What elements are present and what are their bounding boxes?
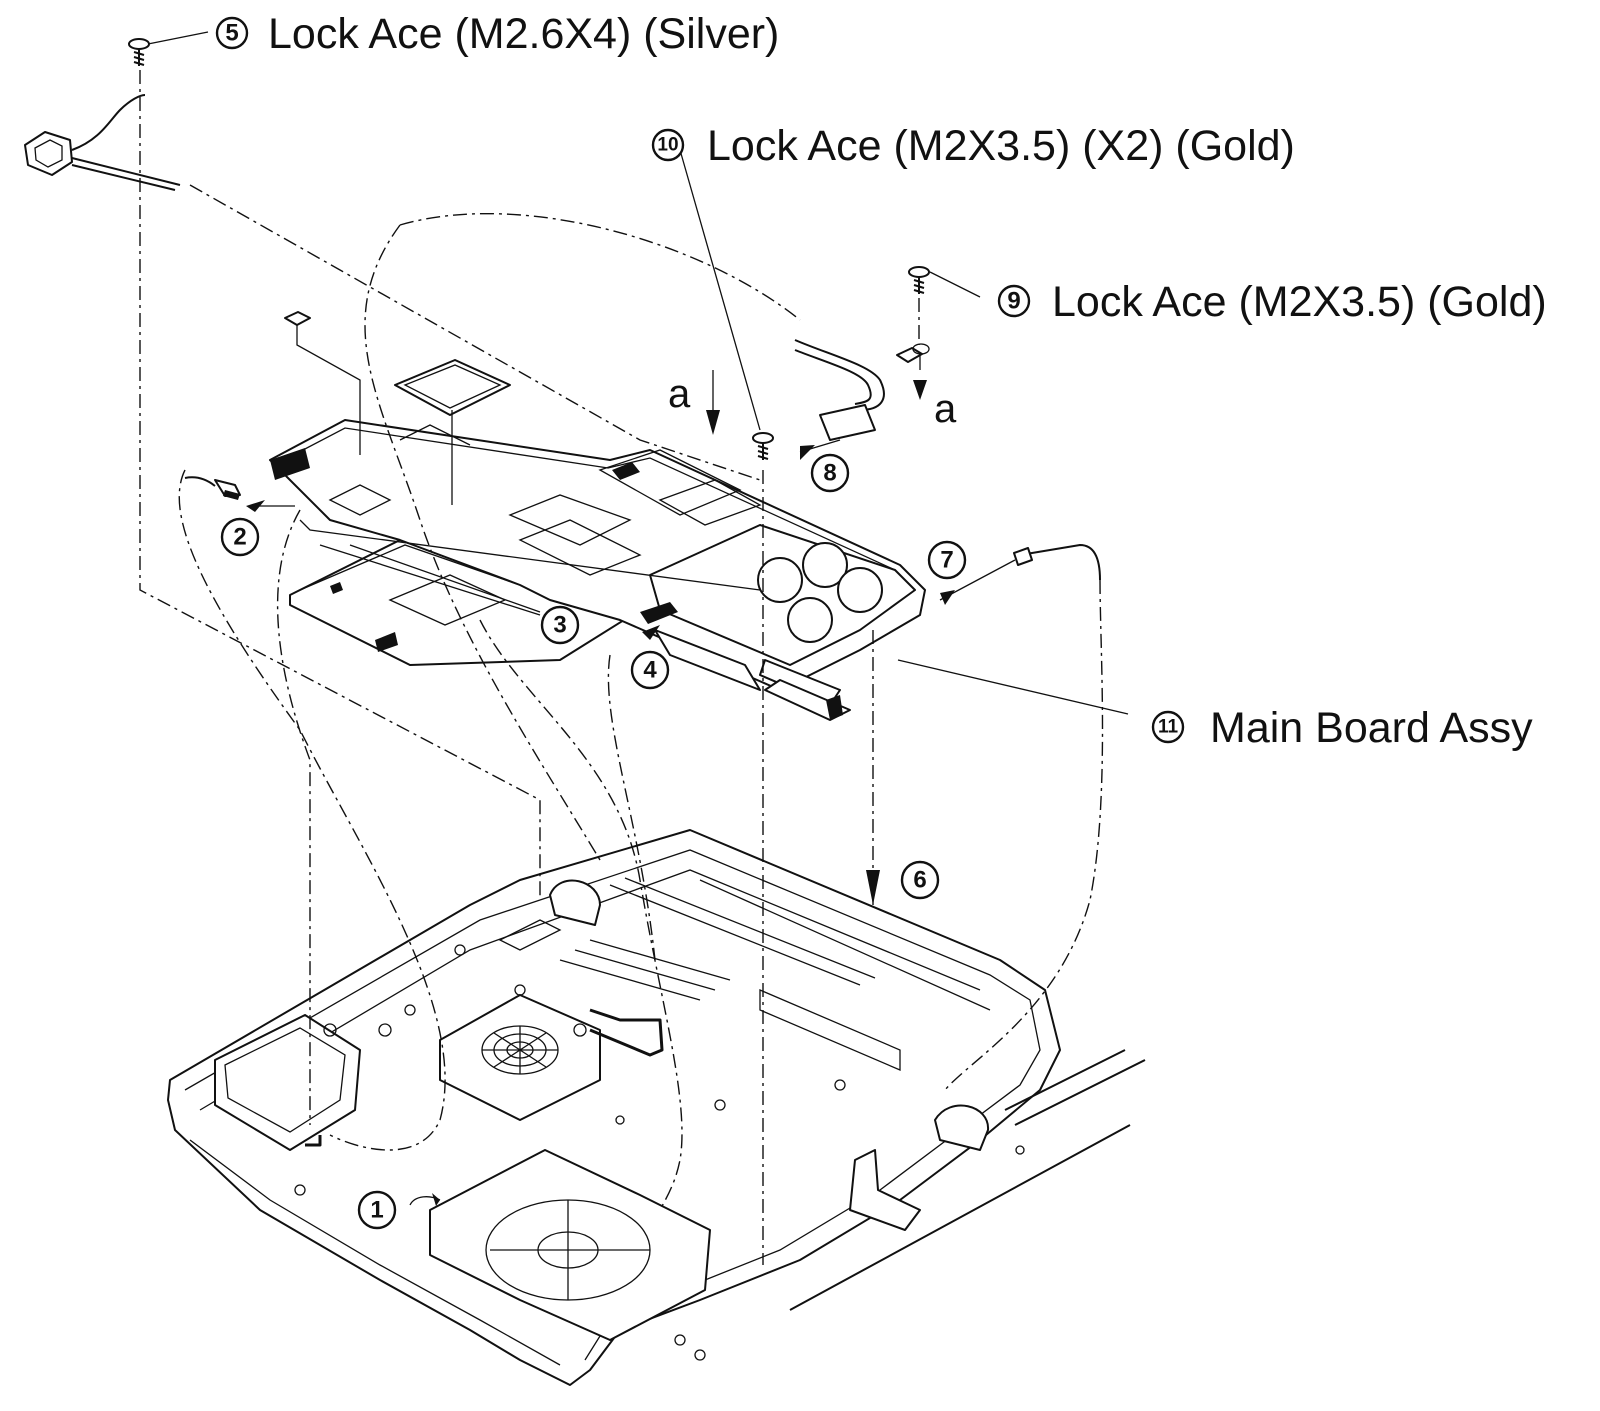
step-7-number: 7 — [940, 547, 953, 574]
step-1-number: 1 — [370, 1197, 383, 1224]
callout-9: 9 Lock Ace (M2X3.5) (Gold) — [997, 278, 1547, 326]
callout-11: 11 Main Board Assy — [1151, 704, 1533, 752]
callout-11-label: Main Board Assy — [1210, 704, 1533, 752]
connector-icon — [819, 404, 876, 441]
callout-9-number: 9 — [1007, 288, 1020, 315]
step-4-number: 4 — [643, 657, 657, 684]
step-2-number: 2 — [233, 524, 246, 551]
bottom-chassis — [167, 829, 1146, 1386]
step-6: 6 — [900, 860, 940, 900]
step-3-number: 3 — [553, 612, 566, 639]
callout-9-label: Lock Ace (M2X3.5) (Gold) — [1052, 278, 1547, 326]
main-board-assy — [269, 311, 926, 721]
step-1: 1 — [357, 1190, 397, 1230]
callout-10: 10 Lock Ace (M2X3.5) (X2) (Gold) — [651, 122, 1295, 170]
step-3: 3 — [540, 605, 580, 645]
arrow-label-a-left: a — [668, 372, 691, 416]
screw-icon — [128, 38, 150, 66]
callout-10-label: Lock Ace (M2X3.5) (X2) (Gold) — [707, 122, 1295, 170]
connector-icon — [1013, 547, 1033, 566]
step-6-number: 6 — [913, 867, 926, 894]
arrow-label-a-right: a — [934, 387, 957, 431]
step-4: 4 — [630, 650, 670, 690]
callout-5: 5 Lock Ace (M2.6X4) (Silver) — [215, 10, 779, 58]
step-8: 8 — [810, 453, 850, 493]
callout-10-number: 10 — [657, 135, 678, 156]
step-7: 7 — [927, 540, 967, 580]
callout-11-number: 11 — [1158, 717, 1179, 738]
step-2: 2 — [220, 517, 260, 557]
screw-icon — [752, 432, 774, 460]
screw-icon — [908, 266, 930, 294]
callout-5-label: Lock Ace (M2.6X4) (Silver) — [268, 10, 779, 58]
alignment-lines — [139, 70, 1104, 1265]
callout-5-number: 5 — [225, 20, 238, 47]
step-8-number: 8 — [823, 460, 836, 487]
fan-grille-icon — [481, 1025, 559, 1075]
dc-jack-icon — [24, 94, 181, 191]
